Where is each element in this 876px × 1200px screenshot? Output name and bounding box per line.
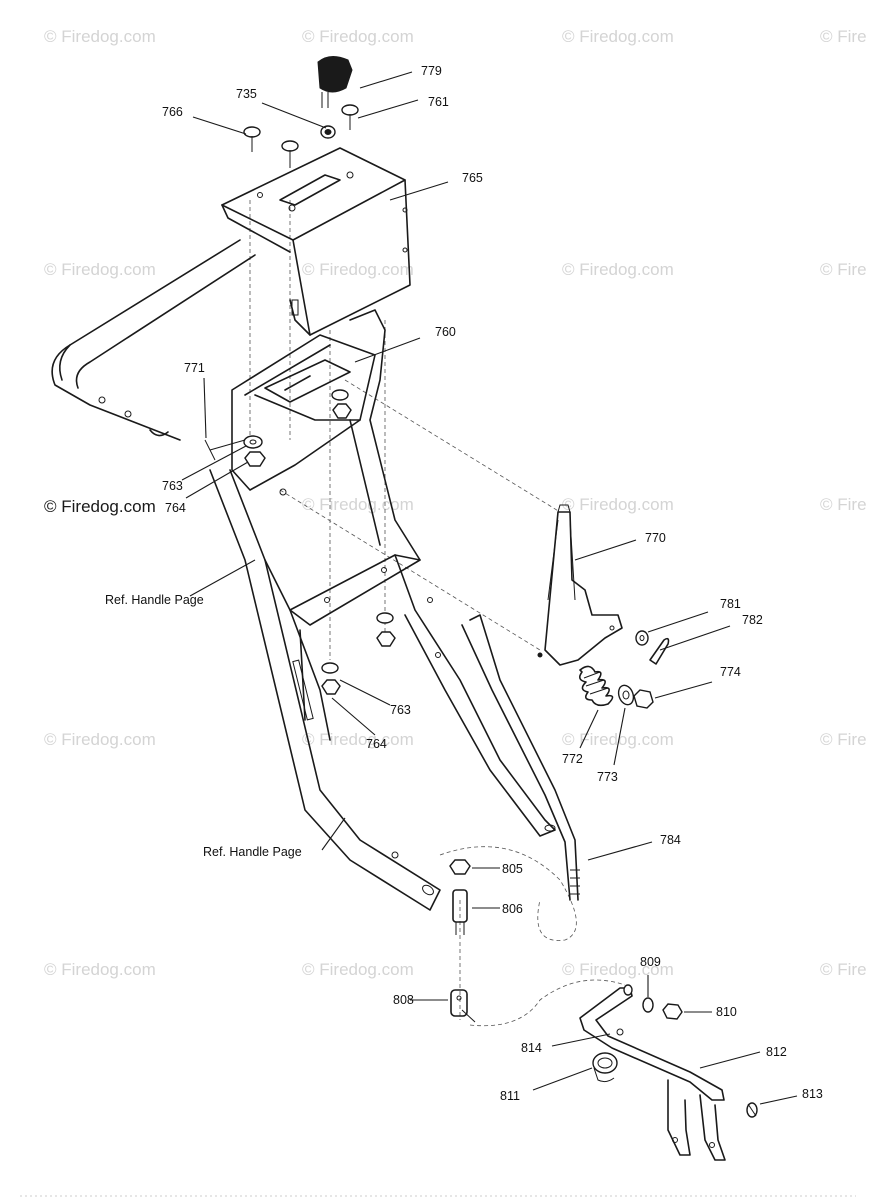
callout-782: 782	[742, 613, 763, 627]
callout-764-lower: 764	[366, 737, 387, 751]
callout-761: 761	[428, 95, 449, 109]
watermark: © Fire	[820, 960, 867, 979]
shift-rod	[461, 614, 580, 901]
watermark: © Firedog.com	[44, 960, 156, 979]
nut-810	[662, 1003, 683, 1020]
handle-uprights	[209, 469, 441, 911]
watermark: © Firedog.com	[44, 260, 156, 279]
callout-774: 774	[720, 665, 741, 679]
washers-left	[204, 389, 352, 467]
handle-frame	[51, 239, 256, 441]
assembly-lines	[249, 200, 626, 1027]
callout-810: 810	[716, 1005, 737, 1019]
callout-764-upper: 764	[165, 501, 186, 515]
watermark: © Firedog.com	[302, 260, 414, 279]
callout-765: 765	[462, 171, 483, 185]
callout-763-upper: 763	[162, 479, 183, 493]
watermark-main: © Firedog.com	[44, 497, 156, 516]
callout-813: 813	[802, 1087, 823, 1101]
watermark: © Firedog.com	[562, 260, 674, 279]
console-765	[221, 147, 411, 336]
watermark: © Firedog.com	[562, 960, 674, 979]
swivel-808	[450, 989, 476, 1023]
callout-809: 809	[640, 955, 661, 969]
clip-813	[746, 1102, 758, 1118]
callout-805: 805	[502, 862, 523, 876]
shift-arm-812	[579, 984, 726, 1161]
watermark: © Fire	[820, 27, 867, 46]
clip-782	[649, 637, 670, 665]
callout-763-lower: 763	[390, 703, 411, 717]
callout-808: 808	[393, 993, 414, 1007]
callout-812: 812	[766, 1045, 787, 1059]
watermark: © Fire	[820, 495, 867, 514]
washer-781	[635, 630, 649, 646]
callout-806: 806	[502, 902, 523, 916]
watermark: © Firedog.com	[44, 27, 156, 46]
callout-779: 779	[421, 64, 442, 78]
watermark: © Firedog.com	[562, 730, 674, 749]
bushing-811	[592, 1052, 618, 1083]
shift-lever-770	[537, 504, 623, 666]
callout-766: 766	[162, 105, 183, 119]
callout-811: 811	[500, 1089, 520, 1103]
reference-labels: Ref. Handle Page Ref. Handle Page	[105, 593, 302, 859]
watermark: © Firedog.com	[302, 495, 414, 514]
callout-781: 781	[720, 597, 741, 611]
bolts	[243, 104, 359, 168]
coupler-806	[452, 889, 468, 935]
nut-774	[633, 689, 654, 709]
callout-814: 814	[521, 1041, 542, 1055]
pin-814	[616, 1028, 624, 1036]
watermark: © Firedog.com	[44, 730, 156, 749]
watermark: © Firedog.com	[302, 730, 414, 749]
ref-handle-page-upper: Ref. Handle Page	[105, 593, 204, 607]
washer-773	[617, 684, 635, 706]
leader-lines	[181, 71, 798, 1105]
watermark: © Firedog.com	[302, 960, 414, 979]
watermark: © Firedog.com	[562, 27, 674, 46]
washers-lower	[321, 612, 396, 695]
watermark: © Firedog.com	[302, 27, 414, 46]
callout-770: 770	[645, 531, 666, 545]
knob-779	[317, 56, 353, 108]
nut-805	[449, 859, 471, 875]
ref-handle-page-lower: Ref. Handle Page	[203, 845, 302, 859]
watermark: © Firedog.com	[562, 495, 674, 514]
callout-735: 735	[236, 87, 257, 101]
watermark: © Fire	[820, 730, 867, 749]
callout-773: 773	[597, 770, 618, 784]
bracket-760	[231, 334, 376, 496]
callouts: 779 735 761 766 765 760 771 763 764 770 …	[162, 64, 823, 1103]
callout-772: 772	[562, 752, 583, 766]
callout-784: 784	[660, 833, 681, 847]
callout-760: 760	[435, 325, 456, 339]
watermark: © Fire	[820, 260, 867, 279]
callout-771: 771	[184, 361, 205, 375]
spring-772	[578, 665, 614, 707]
washer-809	[642, 997, 654, 1013]
